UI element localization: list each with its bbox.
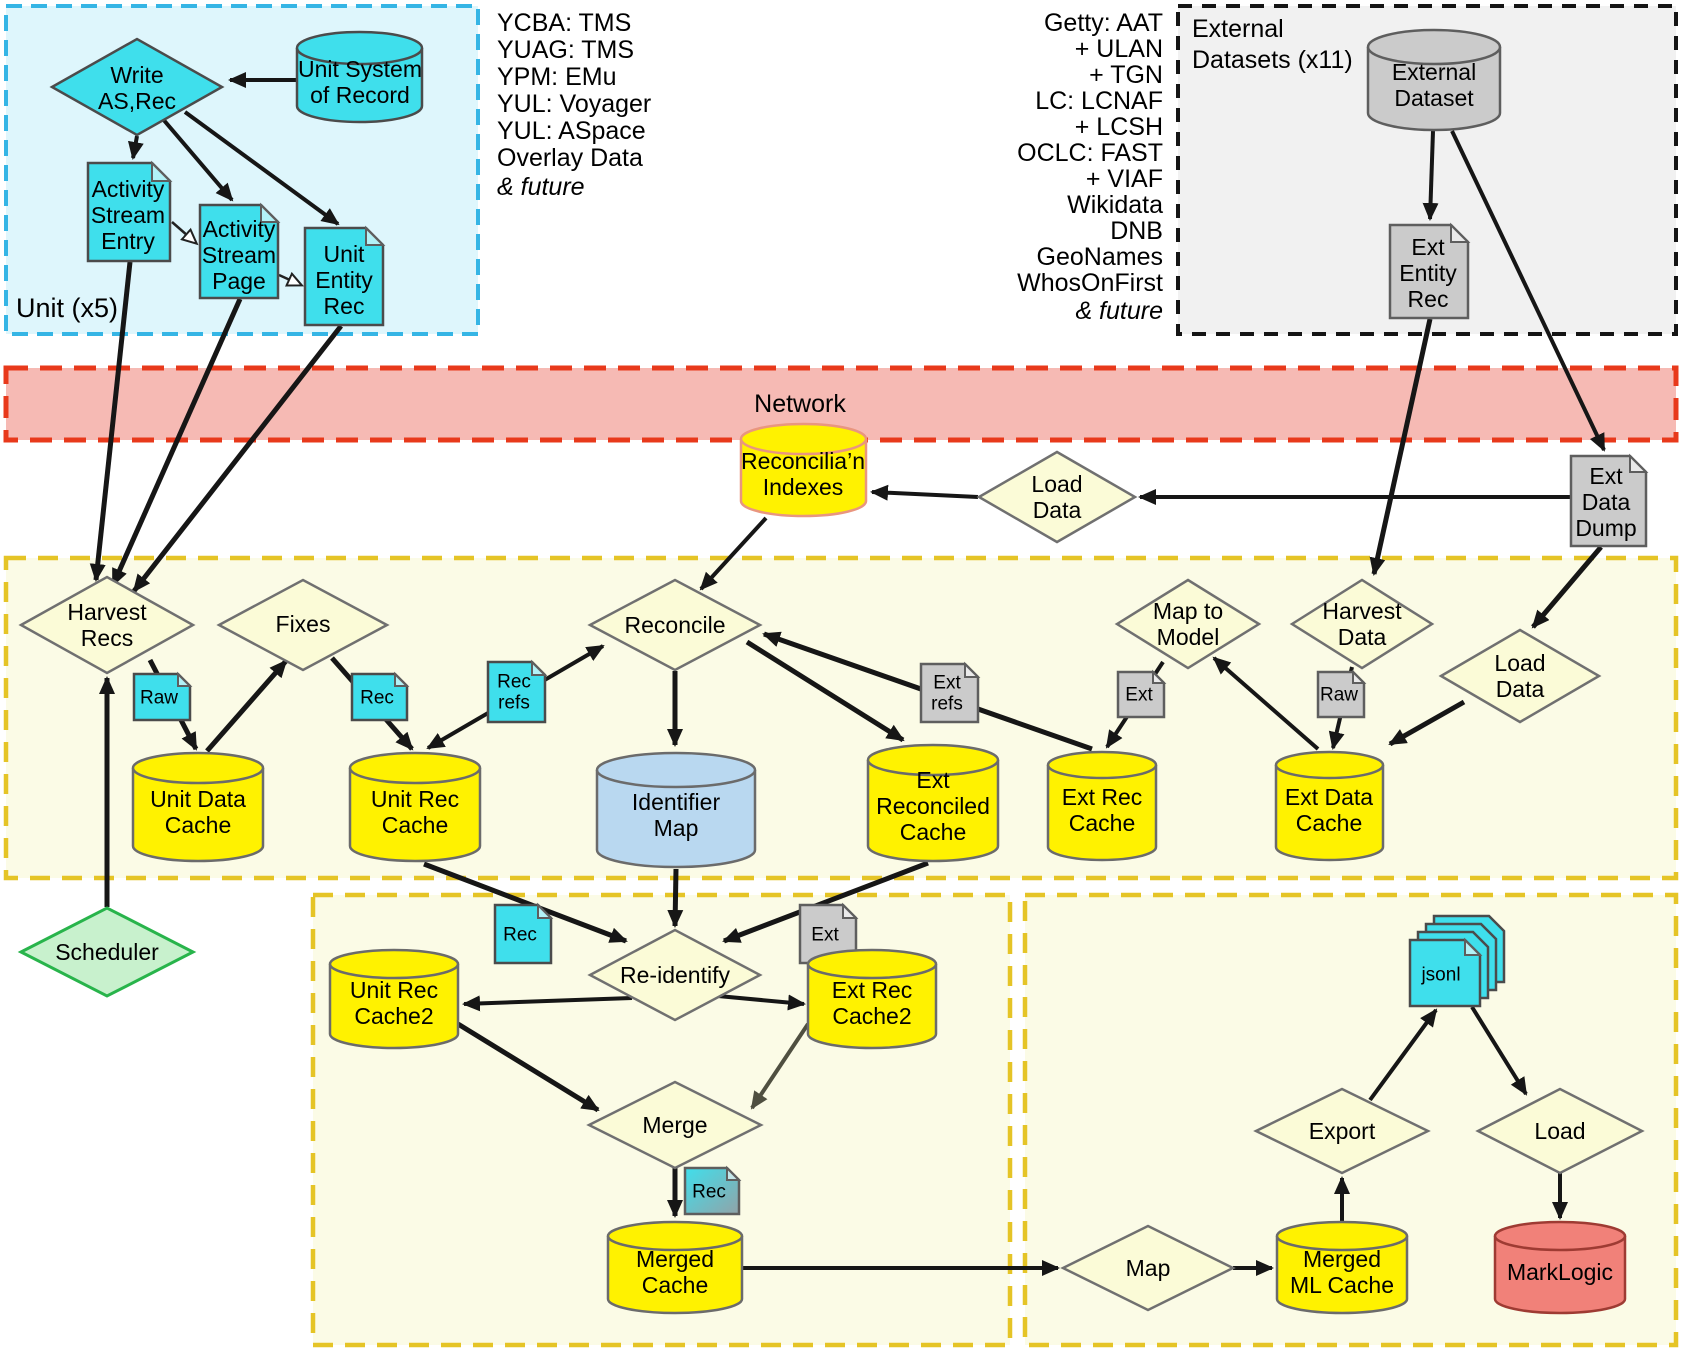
ext-entity-rec-doc xyxy=(1388,222,1471,320)
fixes-diamond xyxy=(216,578,390,672)
load-diamond xyxy=(1475,1087,1645,1175)
ext-reconciled-cache-cylinder xyxy=(866,743,1000,863)
load-data-upper-diamond xyxy=(976,450,1138,544)
raw-ext-doc xyxy=(1316,669,1367,719)
arrow-re-identify-to-unit-rec-cache2 xyxy=(462,995,633,1012)
unit-data-cache-cylinder xyxy=(131,751,265,863)
arrow-unit-entity-rec-to-harvest-recs xyxy=(132,324,343,593)
ext-data-dump-doc xyxy=(1569,453,1649,548)
ext-doc xyxy=(1116,669,1167,719)
map-diamond xyxy=(1060,1224,1236,1312)
ext-doc-reidentify xyxy=(798,902,859,965)
rec-doc-merge xyxy=(683,1165,742,1216)
arrow-external-dataset-to-ext-data-dump xyxy=(1450,130,1606,452)
merged-cache-cylinder xyxy=(606,1220,744,1315)
rec-unit-doc xyxy=(350,671,410,722)
arrow-identifier-map-to-re-identify xyxy=(667,868,684,928)
unit-entity-rec-doc xyxy=(303,225,386,327)
identifier-map-cylinder xyxy=(595,751,757,869)
arrow-export-to-jsonl xyxy=(1368,1008,1438,1102)
harvest-recs-diamond xyxy=(18,575,196,675)
scheduler-diamond xyxy=(17,906,197,998)
load-data-lower-diamond xyxy=(1438,628,1602,724)
unit-system-of-record-cylinder xyxy=(295,30,424,124)
arrow-re-identify-to-ext-rec-cache2 xyxy=(717,994,806,1011)
reconciliation-indexes-cylinder xyxy=(739,422,868,518)
arrow-write-to-unit-entity-rec xyxy=(183,110,340,226)
merge-diamond xyxy=(586,1080,764,1170)
activity-stream-page-doc xyxy=(198,202,281,300)
marklogic-cylinder xyxy=(1493,1220,1627,1315)
ext-data-cache-cylinder xyxy=(1274,750,1385,862)
arrow-external-dataset-to-ext-entity-rec xyxy=(1422,130,1439,221)
merged-ml-cache-cylinder xyxy=(1275,1220,1409,1315)
harvest-data-diamond xyxy=(1289,578,1435,670)
arrow-unit-data-cache-to-fixes xyxy=(205,659,288,753)
reconcile-diamond xyxy=(587,578,763,672)
arrow-as-entry-to-as-page xyxy=(171,221,199,246)
external-dataset-cylinder xyxy=(1366,28,1502,132)
arrow-write-to-as-entry xyxy=(127,135,144,160)
arrow-as-page-to-harvest-recs xyxy=(110,297,243,587)
rec-doc-reidentify xyxy=(493,902,554,965)
ext-refs-doc xyxy=(919,661,981,724)
re-identify-diamond xyxy=(587,928,763,1022)
map-to-model-diamond xyxy=(1114,578,1262,670)
arrow-ext-entity-rec-to-harvest-data xyxy=(1369,318,1433,576)
arrow-ext-rec-cache2-to-merge xyxy=(750,1022,810,1110)
unit-rec-cache2-cylinder xyxy=(328,948,460,1050)
arrow-ext-data-cache-to-map-to-model xyxy=(1212,656,1320,751)
arrow-ext-reconciled-cache-to-re-identify xyxy=(722,860,929,944)
export-diamond xyxy=(1253,1087,1431,1175)
arrow-unit-rec-cache-to-re-identify xyxy=(423,861,628,944)
arrow-write-to-as-page xyxy=(160,116,234,202)
activity-stream-entry-doc xyxy=(86,160,173,263)
arrow-as-entry-to-harvest-recs xyxy=(89,261,133,582)
write-as-rec-diamond xyxy=(49,37,225,137)
arrow-jsonl-to-load xyxy=(1470,1005,1528,1096)
ext-rec-cache2-cylinder xyxy=(806,948,938,1050)
jsonl-docs-stack xyxy=(1408,914,1506,1008)
arrow-ext-data-dump-to-load-data-lower xyxy=(1531,545,1603,629)
ext-rec-cache-cylinder xyxy=(1046,750,1158,862)
arrow-as-page-to-unit-entity-rec xyxy=(278,271,305,287)
arrow-load-data-to-reconciliation-indexes xyxy=(870,484,979,501)
rec-refs-doc xyxy=(486,659,548,724)
arrow-unit-rec-cache2-to-merge xyxy=(456,1021,600,1113)
arrow-indexes-to-reconcile xyxy=(699,516,768,591)
arrow-load-data-to-ext-data-cache xyxy=(1388,699,1466,747)
raw-unit-doc xyxy=(132,671,193,722)
arrow-reconcile-to-ext-reconciled-cache xyxy=(745,639,905,743)
unit-rec-cache-cylinder xyxy=(348,751,482,863)
